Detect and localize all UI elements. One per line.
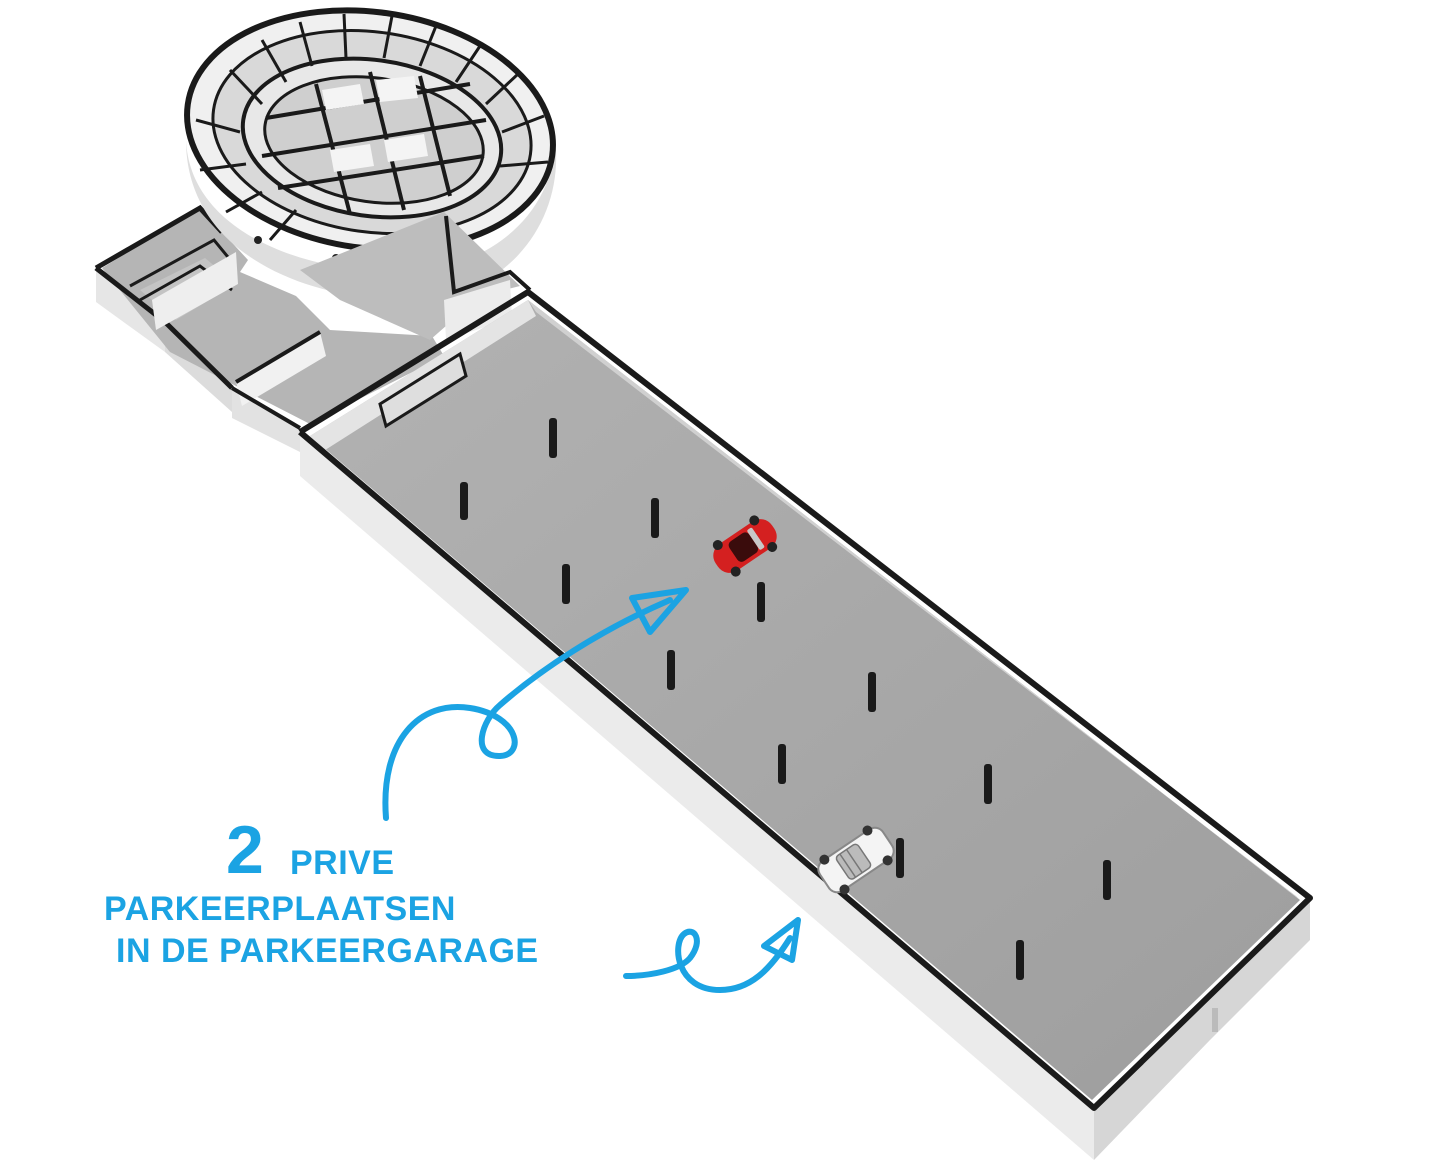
annotation-line-2: PARKEERPLAATSEN: [104, 890, 456, 928]
stair-hall: [300, 212, 532, 340]
garage-floor: [310, 300, 1300, 1100]
parking-count: 2: [226, 812, 264, 888]
annex-rooms: [94, 204, 444, 452]
hand-drawn-arrow-icon: [623, 917, 801, 993]
white-car-icon: [817, 825, 895, 895]
annotation-line-1: PRIVE: [290, 844, 395, 882]
hand-drawn-arrow-icon: [382, 587, 689, 821]
annotation-line-3: IN DE PARKEERGARAGE: [116, 932, 539, 970]
round-building: [184, 7, 557, 300]
parking-garage: [298, 289, 1313, 1160]
red-car-icon: [712, 515, 778, 577]
garage-columns: [460, 418, 1111, 980]
